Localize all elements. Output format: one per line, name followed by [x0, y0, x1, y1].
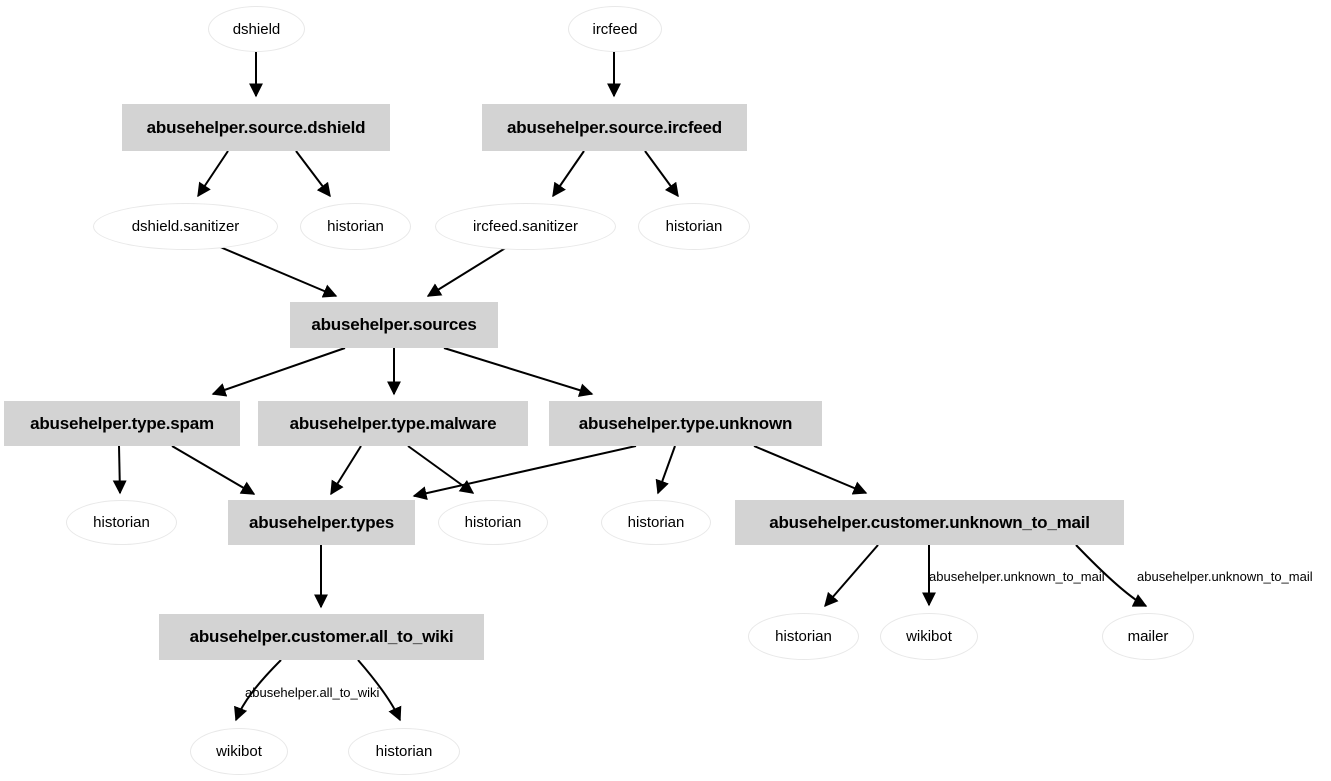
node-dshield[interactable]: dshield — [208, 6, 305, 52]
node-label: ircfeed — [592, 20, 638, 38]
node-historian-dshield[interactable]: historian — [300, 203, 411, 250]
node-label: abusehelper.type.spam — [30, 413, 214, 433]
edge-group — [112, 52, 1148, 722]
node-abusehelper-source-dshield[interactable]: abusehelper.source.dshield — [122, 104, 390, 151]
node-label: historian — [93, 514, 150, 531]
edge-unknown-to-mail-to-mailer — [1075, 544, 1148, 607]
node-ircfeed[interactable]: ircfeed — [568, 6, 662, 52]
node-label: abusehelper.types — [249, 512, 394, 532]
edge-type-unknown-to-customer-unknown-to-mail — [753, 445, 868, 495]
node-label: abusehelper.source.dshield — [146, 117, 366, 137]
node-label: abusehelper.type.malware — [289, 413, 497, 433]
edge-sources-to-type-unknown — [443, 347, 594, 397]
edge-dshield-sanitizer-to-sources — [212, 243, 338, 298]
node-label: abusehelper.source.ircfeed — [507, 117, 722, 137]
node-label: historian — [665, 218, 723, 235]
node-historian-unknown[interactable]: historian — [601, 500, 711, 545]
node-label: historian — [327, 218, 384, 235]
edge-type-spam-to-types — [171, 445, 256, 495]
node-historian-ircfeed[interactable]: historian — [638, 203, 750, 250]
edge-label-unknown-to-mail-wikibot: abusehelper.unknown_to_mail — [929, 569, 1105, 584]
node-label: mailer — [1127, 628, 1169, 645]
node-historian-unknown-to-mail[interactable]: historian — [748, 613, 859, 660]
node-mailer[interactable]: mailer — [1102, 613, 1194, 660]
edge-type-malware-to-historian — [407, 445, 475, 494]
node-ircfeed-sanitizer[interactable]: ircfeed.sanitizer — [435, 203, 616, 250]
node-abusehelper-types[interactable]: abusehelper.types — [228, 500, 415, 545]
edge-type-malware-to-types — [330, 445, 362, 496]
edge-source-ircfeed-to-ircfeed-sanitizer — [552, 150, 585, 198]
edge-all-to-wiki-to-historian — [357, 659, 402, 722]
node-label: abusehelper.sources — [311, 315, 477, 334]
edge-sources-to-type-spam — [211, 347, 346, 397]
edge-source-ircfeed-to-historian — [644, 150, 679, 198]
node-label: historian — [375, 743, 433, 760]
edge-unknown-to-mail-to-historian — [824, 544, 879, 608]
edge-type-spam-to-historian — [112, 445, 127, 495]
edge-ircfeed-sanitizer-to-sources — [426, 243, 513, 297]
node-dshield-sanitizer[interactable]: dshield.sanitizer — [93, 203, 278, 250]
node-abusehelper-type-unknown[interactable]: abusehelper.type.unknown — [549, 401, 822, 446]
node-historian-spam[interactable]: historian — [66, 500, 177, 545]
node-label: historian — [464, 514, 522, 531]
node-wikibot-unknown-to-mail[interactable]: wikibot — [880, 613, 978, 660]
node-abusehelper-sources[interactable]: abusehelper.sources — [290, 302, 498, 348]
node-historian-malware[interactable]: historian — [438, 500, 548, 545]
node-label: wikibot — [216, 743, 262, 760]
node-label: abusehelper.customer.unknown_to_mail — [769, 512, 1090, 532]
node-label: historian — [775, 628, 832, 645]
edge-label-unknown-to-mail-mailer: abusehelper.unknown_to_mail — [1137, 569, 1313, 584]
node-abusehelper-customer-unknown-to-mail[interactable]: abusehelper.customer.unknown_to_mail — [735, 500, 1124, 545]
node-wikibot-all-to-wiki[interactable]: wikibot — [190, 728, 288, 775]
node-historian-all-to-wiki[interactable]: historian — [348, 728, 460, 775]
node-abusehelper-type-spam[interactable]: abusehelper.type.spam — [4, 401, 240, 446]
node-abusehelper-customer-all-to-wiki[interactable]: abusehelper.customer.all_to_wiki — [159, 614, 484, 660]
node-label: abusehelper.customer.all_to_wiki — [189, 627, 454, 646]
node-label: wikibot — [906, 628, 952, 645]
node-label: dshield.sanitizer — [131, 218, 240, 235]
edge-type-unknown-to-types — [412, 445, 637, 501]
node-label: abusehelper.type.unknown — [578, 413, 793, 433]
node-label: historian — [627, 514, 685, 531]
node-label: ircfeed.sanitizer — [472, 218, 579, 235]
edge-type-unknown-to-historian — [655, 445, 676, 495]
node-label: dshield — [232, 20, 281, 38]
edge-all-to-wiki-to-wikibot — [234, 659, 282, 722]
edge-label-all-to-wiki: abusehelper.all_to_wiki — [245, 685, 380, 700]
node-abusehelper-source-ircfeed[interactable]: abusehelper.source.ircfeed — [482, 104, 747, 151]
node-abusehelper-type-malware[interactable]: abusehelper.type.malware — [258, 401, 528, 446]
edge-source-dshield-to-historian — [295, 150, 331, 198]
edge-source-dshield-to-dshield-sanitizer — [197, 150, 229, 198]
